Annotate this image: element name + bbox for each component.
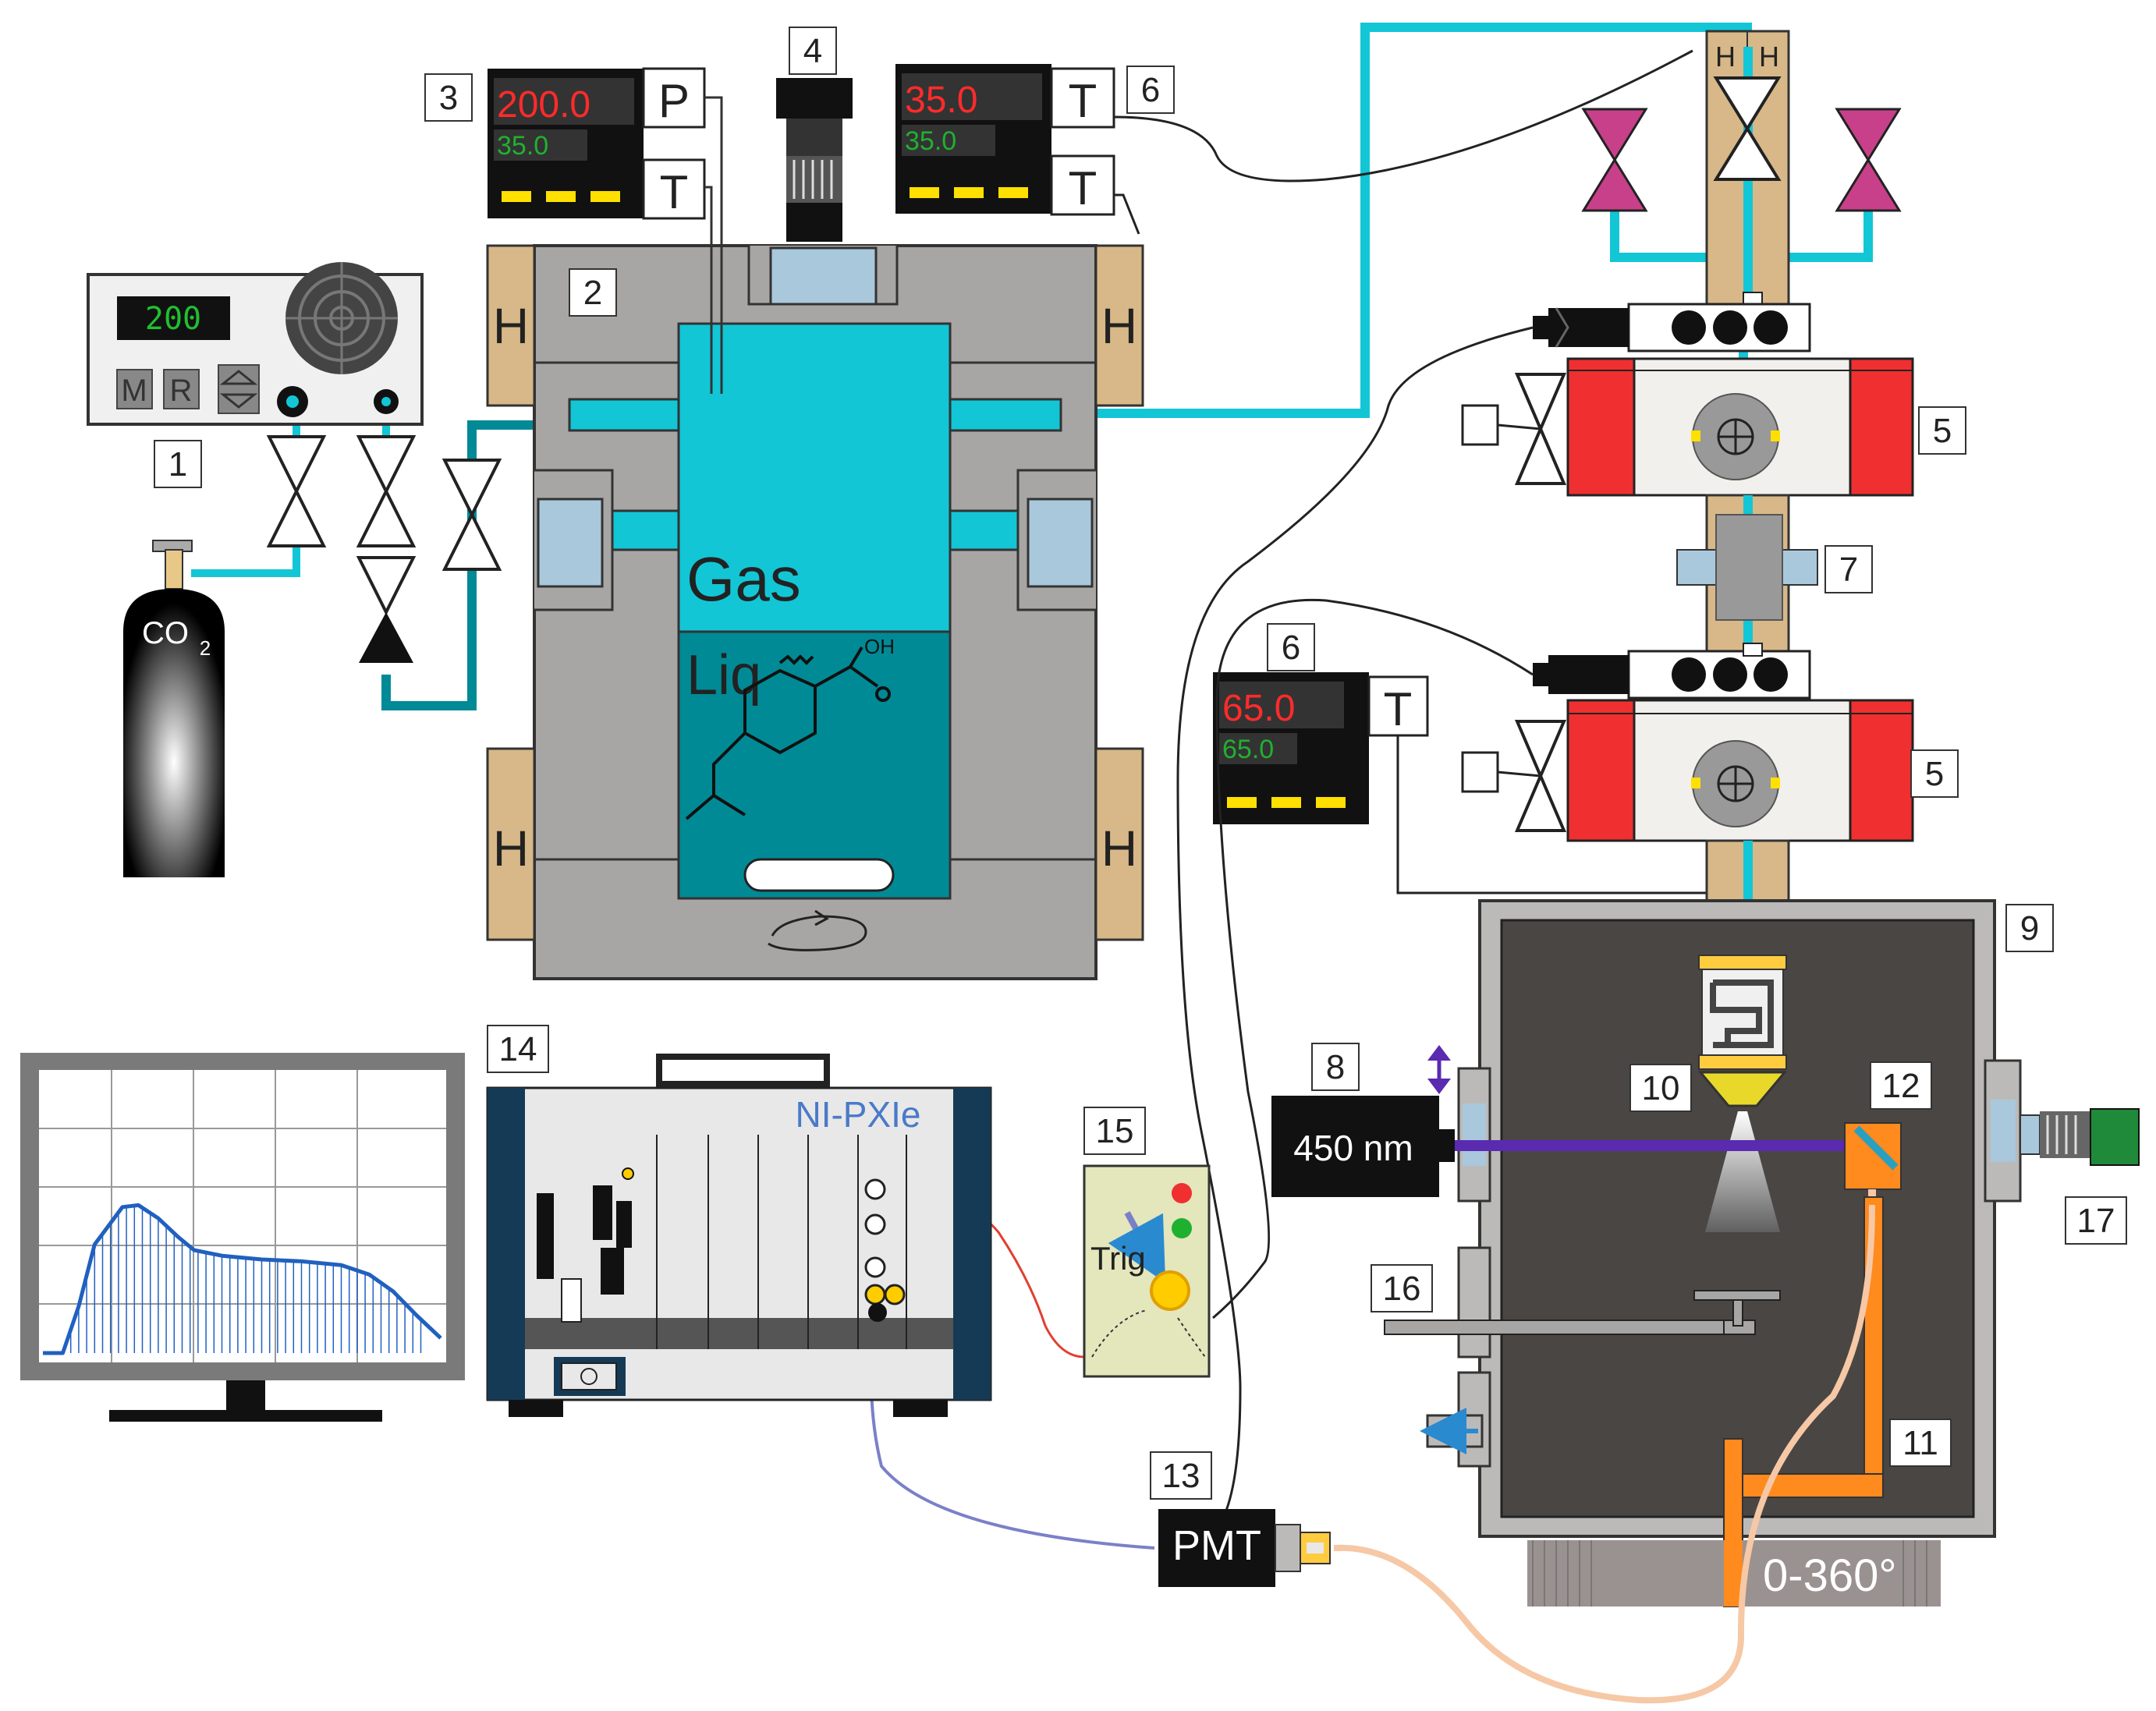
trigger-box: Trig xyxy=(1083,1164,1211,1378)
pump-m-label: M xyxy=(121,374,147,408)
manifold-h2: H xyxy=(1759,41,1779,73)
pump-display: 200 xyxy=(145,301,201,337)
controller-3-actual: 35.0 xyxy=(497,131,548,161)
pump-m-button[interactable] xyxy=(116,369,153,409)
number-15: 15 xyxy=(1096,1112,1134,1150)
optical-fiber xyxy=(1333,1204,1875,1704)
high-pressure-vessel: Gas Liq OH xyxy=(533,207,1098,980)
laser-icon: 450 nm xyxy=(1271,1045,1455,1197)
plot-curve xyxy=(43,1203,442,1355)
controller-3-setpoint: 200.0 xyxy=(497,84,590,126)
gas-label: Gas xyxy=(686,544,801,614)
valve-icon[interactable] xyxy=(1581,108,1648,212)
heater-label: H xyxy=(1101,820,1137,877)
number-2: 2 xyxy=(583,274,602,312)
number-13: 13 xyxy=(1162,1457,1200,1495)
number-14: 14 xyxy=(499,1030,537,1068)
controller-3: 200.0 35.0 P T xyxy=(488,67,723,220)
pressure-gauge-icon xyxy=(776,78,853,242)
cylinder-subscript: 2 xyxy=(200,636,211,660)
rotary-valve-lower xyxy=(1461,643,1914,842)
number-7: 7 xyxy=(1839,551,1858,589)
number-12: 12 xyxy=(1882,1067,1920,1105)
heater-icon: H H H H xyxy=(486,244,1144,941)
number-17: 17 xyxy=(2077,1202,2115,1240)
controller-3-t: T xyxy=(660,166,689,218)
molecule-icon xyxy=(685,646,891,820)
number-11: 11 xyxy=(1902,1424,1938,1462)
valve-icon[interactable] xyxy=(1835,108,1902,212)
trigger-label: Trig xyxy=(1090,1240,1146,1277)
valve-manifold: H H xyxy=(1581,30,1902,306)
heater-label: H xyxy=(1101,298,1137,354)
controller-6a-t1: T xyxy=(1069,75,1098,127)
callout-numbers: 1 2 3 4 5 5 6 6 7 8 9 10 11 12 13 14 15 … xyxy=(154,27,2127,1500)
controller-6a-t2: T xyxy=(1069,162,1098,214)
pump-r-button[interactable] xyxy=(163,369,200,409)
number-8: 8 xyxy=(1326,1048,1345,1086)
rotary-valve-upper xyxy=(1461,303,1914,497)
monitor-plot xyxy=(43,1203,442,1355)
number-6b: 6 xyxy=(1282,629,1300,667)
heater-label: H xyxy=(493,298,529,354)
pmt-detector: PMT xyxy=(1158,1509,1331,1587)
controller-6a-setpoint: 35.0 xyxy=(905,80,977,121)
number-9: 9 xyxy=(2020,909,2039,948)
ni-pxie-chassis: NI-PXIe xyxy=(486,1054,992,1417)
valve-icon[interactable] xyxy=(1713,76,1782,181)
pmt-label: PMT xyxy=(1172,1522,1261,1569)
number-1: 1 xyxy=(168,445,187,484)
pump-updown-button[interactable] xyxy=(218,364,260,414)
liq-label: Liq xyxy=(686,644,761,707)
laser-beam xyxy=(1443,1140,1856,1151)
manifold-h1: H xyxy=(1715,41,1736,73)
number-16: 16 xyxy=(1383,1270,1421,1308)
valve-icon[interactable] xyxy=(266,435,502,616)
union-7 xyxy=(1676,514,1818,621)
number-3: 3 xyxy=(439,79,458,117)
svg-text:OH: OH xyxy=(864,635,895,658)
check-valve-icon xyxy=(359,612,413,663)
controller-6b-actual: 65.0 xyxy=(1222,735,1274,764)
number-5a: 5 xyxy=(1933,412,1952,450)
rotation-stage: 0-360° xyxy=(1527,1540,1941,1606)
number-5b: 5 xyxy=(1925,755,1944,793)
controller-3-p: P xyxy=(658,75,690,127)
monitor-icon xyxy=(20,1053,465,1422)
pump-r-label: R xyxy=(170,374,193,408)
co2-pump: 200 M R xyxy=(87,262,424,426)
number-4: 4 xyxy=(803,32,822,70)
controller-6b-setpoint: 65.0 xyxy=(1222,688,1295,729)
rotation-label: 0-360° xyxy=(1763,1550,1897,1601)
rotation-arrow-icon xyxy=(768,915,867,951)
cylinder-label: CO xyxy=(142,616,189,650)
controller-6b: 65.0 65.0 T xyxy=(1213,672,1710,955)
stir-bar-icon xyxy=(743,858,895,892)
nipxie-label: NI-PXIe xyxy=(795,1094,920,1135)
controller-6b-t: T xyxy=(1384,683,1413,735)
controller-6a-actual: 35.0 xyxy=(905,126,956,156)
laser-label: 450 nm xyxy=(1293,1128,1413,1168)
shutter-rod xyxy=(1384,1290,1781,1335)
camera-icon xyxy=(2019,1108,2140,1166)
number-10: 10 xyxy=(1642,1069,1680,1107)
heater-label: H xyxy=(493,820,529,877)
controller-6a: 35.0 35.0 T T xyxy=(895,49,1693,235)
co2-cylinder-icon: CO 2 xyxy=(123,540,225,877)
number-6a: 6 xyxy=(1141,71,1160,109)
spray-nozzle-icon xyxy=(1697,955,1788,1232)
